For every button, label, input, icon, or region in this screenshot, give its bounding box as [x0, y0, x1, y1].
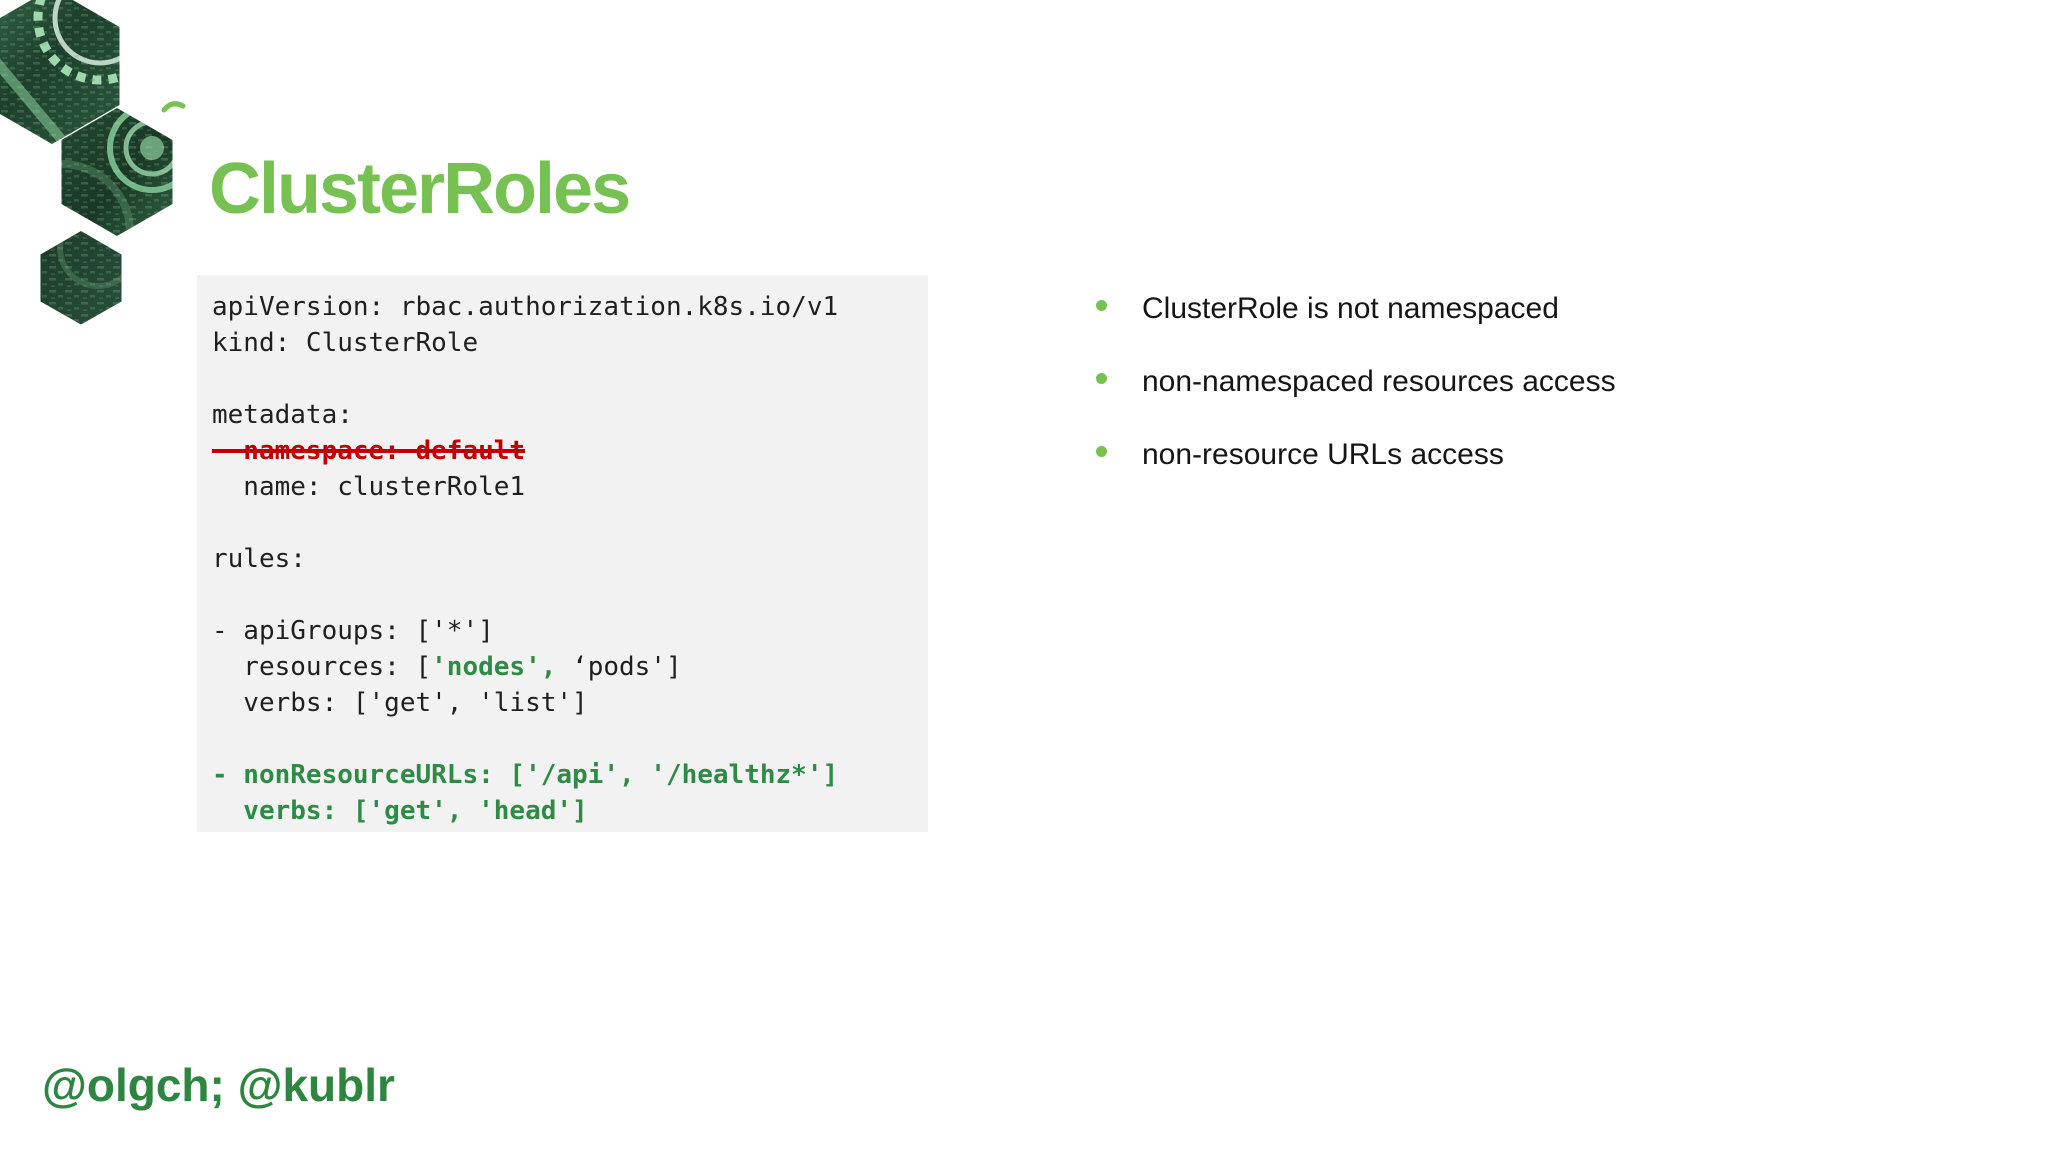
bullet-dot-icon	[1096, 373, 1107, 384]
code-segment-plain: metadata:	[212, 400, 353, 430]
hexagon-gears-logo	[0, 0, 186, 325]
code-segment-plain: ‘pods']	[556, 652, 682, 682]
code-line: resources: ['nodes', ‘pods']	[212, 649, 928, 685]
code-line: verbs: ['get', 'head']	[212, 793, 928, 829]
code-line: verbs: ['get', 'list']	[212, 685, 928, 721]
code-segment-green: - nonResourceURLs: ['/api', '/healthz*']	[212, 760, 839, 790]
code-line: - nonResourceURLs: ['/api', '/healthz*']	[212, 757, 928, 793]
logo-squiggle-accent	[161, 101, 186, 113]
bullet-item: ClusterRole is not namespaced	[1096, 287, 1616, 331]
logo-hexagon-top	[0, 0, 120, 144]
bullet-item: non-namespaced resources access	[1096, 360, 1616, 404]
code-line: rules:	[212, 541, 928, 577]
bullet-list: ClusterRole is not namespaced non-namespa…	[1096, 287, 1616, 506]
code-line	[212, 721, 928, 757]
bullet-text: ClusterRole is not namespaced	[1142, 292, 1559, 325]
code-segment-green: verbs: ['get', 'head']	[212, 796, 588, 826]
code-line: - apiGroups: ['*']	[212, 613, 928, 649]
bullet-text: non-namespaced resources access	[1142, 365, 1616, 398]
footer-handles: @olgch; @kublr	[42, 1059, 395, 1111]
code-segment-plain: rules:	[212, 544, 306, 574]
code-segment-plain: - apiGroups: ['*']	[212, 616, 494, 646]
code-segment-plain: kind: ClusterRole	[212, 328, 479, 358]
code-segment-plain: name: clusterRole1	[212, 472, 526, 502]
code-line: name: clusterRole1	[212, 469, 928, 505]
bullet-dot-icon	[1096, 300, 1107, 311]
code-segment-plain: verbs: ['get', 'list']	[212, 688, 588, 718]
code-segment-plain: resources: [	[212, 652, 432, 682]
bullet-dot-icon	[1096, 446, 1107, 457]
code-line	[212, 577, 928, 613]
code-segment-green: 'nodes',	[431, 652, 557, 682]
code-line: apiVersion: rbac.authorization.k8s.io/v1	[212, 289, 928, 325]
page-title: ClusterRoles	[209, 149, 631, 229]
bullet-text: non-resource URLs access	[1142, 438, 1504, 471]
code-segment-plain: apiVersion: rbac.authorization.k8s.io/v1	[212, 292, 839, 322]
yaml-code-block: apiVersion: rbac.authorization.k8s.io/v1…	[197, 275, 928, 832]
code-line: metadata:	[212, 397, 928, 433]
code-segment-red-strike: namespace: default	[212, 436, 526, 466]
bullet-item: non-resource URLs access	[1096, 433, 1616, 477]
code-line	[212, 505, 928, 541]
code-line: namespace: default	[212, 433, 928, 469]
code-line: kind: ClusterRole	[212, 325, 928, 361]
code-line	[212, 361, 928, 397]
